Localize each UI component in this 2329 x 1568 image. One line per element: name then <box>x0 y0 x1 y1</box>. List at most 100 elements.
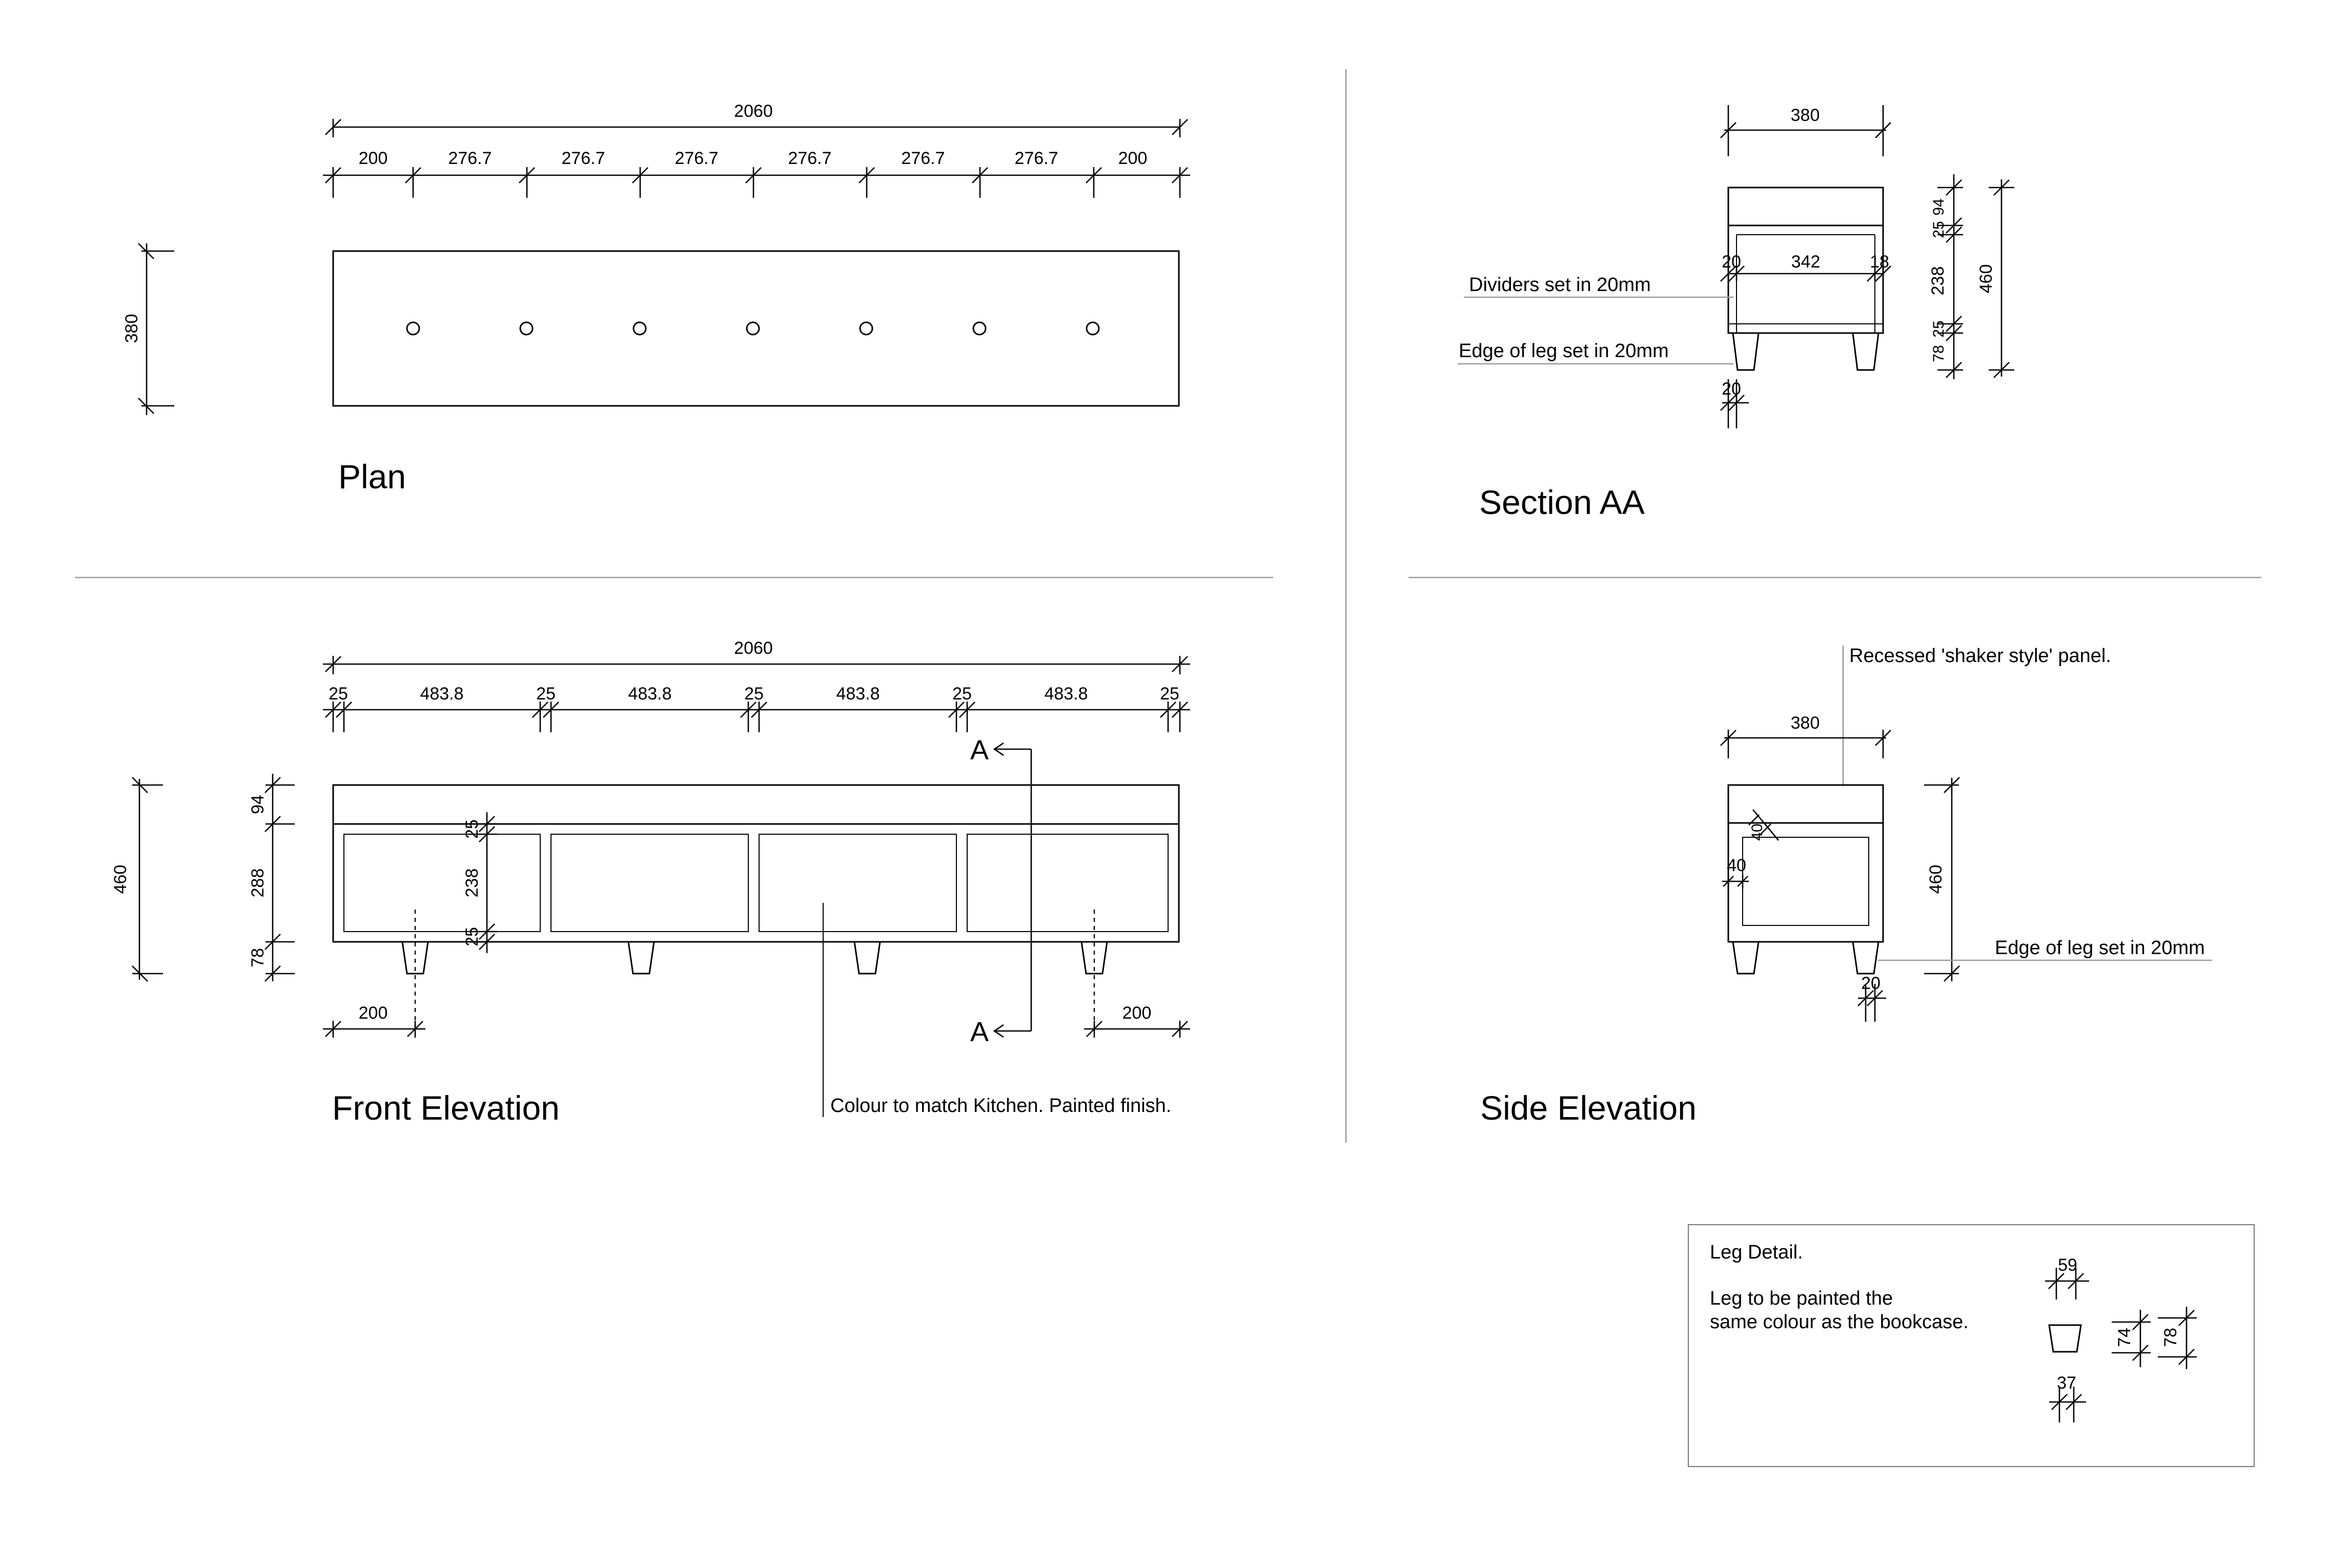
sheet-dividers <box>75 69 2261 1143</box>
shelf-pin-hole <box>859 321 873 336</box>
plan-seg-7: 200 <box>1118 149 1148 168</box>
front-legs <box>401 941 1108 975</box>
dimension-tick <box>325 167 341 183</box>
front-height-label: 460 <box>111 865 130 894</box>
side-panel-side-label: 40 <box>1727 856 1746 875</box>
side-leg <box>1852 941 1879 975</box>
leg-detail-top-width-label: 59 <box>2058 1255 2077 1275</box>
dimension-tick <box>1172 702 1188 718</box>
section-height-dimensions: 25 94 238 25 78 460 <box>1928 174 2014 379</box>
section-top-b-label: 94 <box>1930 198 1947 215</box>
dimension-tick <box>632 167 648 183</box>
front-inner-bottom-label: 25 <box>462 927 482 946</box>
shelf-pin-hole <box>746 321 760 336</box>
plan-seg-0: 200 <box>359 149 388 168</box>
dimension-tick <box>532 702 548 718</box>
dimension-tick <box>519 167 535 183</box>
dimension-tick <box>751 702 767 718</box>
section-inner-left-label: 20 <box>1722 252 1741 272</box>
front-leg <box>627 941 655 975</box>
side-panel-top-label: 40 <box>1749 823 1766 840</box>
dimension-tick <box>859 167 875 183</box>
section-inner-dimension: 20 342 18 <box>1720 252 1891 282</box>
section-leg <box>1732 332 1760 371</box>
plan-overall-label: 2060 <box>734 101 773 121</box>
side-leg-note: Edge of leg set in 20mm <box>1878 937 2212 961</box>
leg-detail-line-1: Leg to be painted the <box>1710 1288 1893 1309</box>
front-legs-label: 78 <box>248 948 268 967</box>
leg-detail-bottom-width: 37 <box>2049 1373 2086 1422</box>
side-width-label: 380 <box>1791 713 1820 733</box>
side-panel-note: Recessed 'shaker style' panel. <box>1849 645 2111 667</box>
side-panel-dimensions: 40 40 <box>1722 809 1779 889</box>
front-segment-dimension: 25 483.8 25 483.8 25 483.8 25 483.8 25 <box>323 684 1190 732</box>
plan-depth-dimension: 380 <box>122 243 174 415</box>
dimension-tick <box>959 702 975 718</box>
dimension-tick <box>405 167 421 183</box>
front-carcass <box>332 784 1180 943</box>
section-total-label: 460 <box>1976 264 1996 294</box>
front-leg <box>401 941 429 975</box>
front-overall-dimension: 2060 <box>323 638 1190 674</box>
front-seg-7: 483.8 <box>1044 684 1088 704</box>
front-leg-offset-right-label: 200 <box>1122 1003 1152 1023</box>
side-height-dimension: 460 <box>1924 777 1960 982</box>
front-leg-offsets: 200 200 <box>323 1003 1190 1038</box>
plan-seg-5: 276.7 <box>901 149 945 168</box>
front-seg-0: 25 <box>329 684 348 704</box>
section-inner-label: 342 <box>1791 252 1821 272</box>
side-leg-setback-dimension: 20 <box>1857 974 1886 1022</box>
shelf-pin-hole <box>632 321 647 336</box>
front-seg-2: 25 <box>536 684 556 704</box>
section-width-dimension: 380 <box>1720 105 1891 156</box>
dimension-tick <box>1086 167 1102 183</box>
section-cut-line: A A <box>970 735 1032 1047</box>
plan-seg-2: 276.7 <box>561 149 605 168</box>
section-width-label: 380 <box>1791 106 1820 125</box>
section-inner-right-label: 18 <box>1870 252 1889 272</box>
front-inner-top-label: 25 <box>462 819 482 839</box>
side-width-dimension: 380 <box>1720 713 1891 758</box>
plan-seg-6: 276.7 <box>1014 149 1058 168</box>
dimension-tick <box>543 702 559 718</box>
plan-seg-ticks <box>325 167 1188 198</box>
shelf-pin-hole <box>1086 321 1100 336</box>
front-part-heights: 94 288 78 <box>248 774 295 982</box>
front-seg-3: 483.8 <box>628 684 671 704</box>
front-elevation-title: Front Elevation <box>332 1089 560 1127</box>
section-mark-top: A <box>970 735 989 766</box>
front-rail-label: 94 <box>248 795 268 814</box>
front-body-label: 288 <box>248 869 268 898</box>
plan-shelf-pins <box>406 321 1100 336</box>
plan-seg-4: 276.7 <box>788 149 831 168</box>
front-overall-label: 2060 <box>734 638 773 658</box>
side-elevation: Recessed 'shaker style' panel. 380 40 40 <box>1480 645 2212 1127</box>
front-seg-4: 25 <box>744 684 764 704</box>
side-leg-setback-label: 20 <box>1861 974 1881 993</box>
shelf-pin-hole <box>406 321 420 336</box>
section-aa: 380 20 342 18 Dividers set in <box>1458 105 2014 521</box>
front-seg-ticks <box>325 702 1188 732</box>
side-legs <box>1732 941 1879 975</box>
plan-title: Plan <box>338 458 406 496</box>
dimension-tick <box>336 702 352 718</box>
leg-detail-height-a: 74 <box>2112 1310 2151 1367</box>
leg-detail-drawing <box>2048 1324 2082 1353</box>
section-note-dividers: Dividers set in 20mm <box>1469 274 1651 296</box>
leg-detail-bottom-width-label: 37 <box>2057 1373 2076 1393</box>
dimension-tick <box>1160 702 1176 718</box>
plan-seg-1: 276.7 <box>448 149 492 168</box>
section-legs <box>1732 332 1879 371</box>
front-height-dimension: 460 <box>111 777 163 982</box>
front-inner-heights: 25 238 25 <box>462 812 497 953</box>
shelf-pin-hole <box>972 321 987 336</box>
leg-detail-title: Leg Detail. <box>1710 1242 1803 1263</box>
dimension-tick <box>745 167 762 183</box>
leg-detail-line-2: same colour as the bookcase. <box>1710 1311 1969 1333</box>
front-seg-8: 25 <box>1160 684 1179 704</box>
side-height-label: 460 <box>1926 865 1946 894</box>
plan-overall-dimension: 2060 <box>325 101 1188 137</box>
leg-detail-top-width: 59 <box>2045 1255 2089 1299</box>
section-aa-title: Section AA <box>1479 483 1645 521</box>
section-low-b-label: 78 <box>1930 345 1947 362</box>
